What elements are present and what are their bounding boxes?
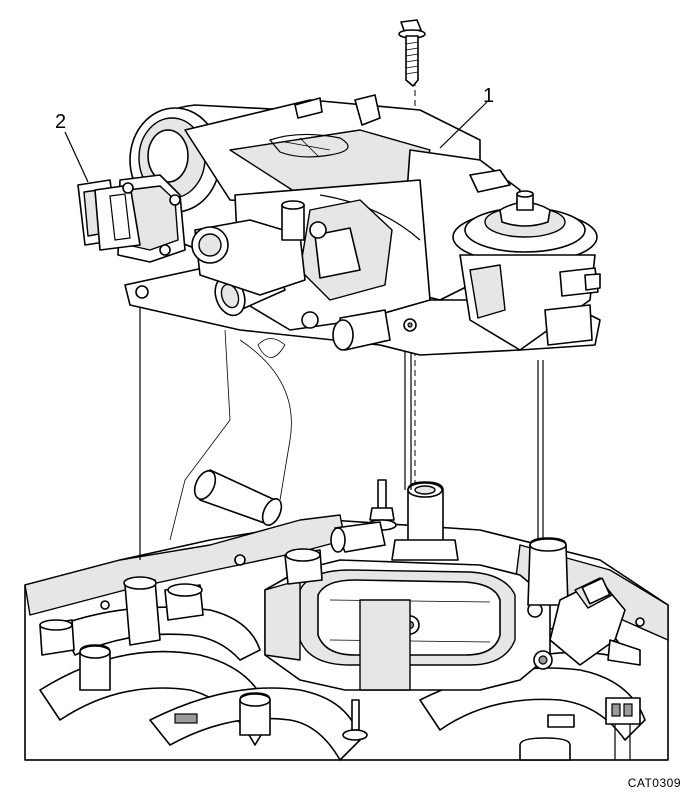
callout-2-label: 2 — [55, 111, 67, 133]
intake-manifold — [24, 479, 669, 761]
alignment-lines — [139, 70, 544, 560]
position-sensor — [77, 174, 186, 263]
throttle-body-assembly — [124, 94, 601, 356]
injector-row — [39, 548, 323, 656]
leader-lines — [64, 101, 488, 183]
mounting-bolt — [398, 19, 426, 87]
figure-reference-code: CAT0309 — [627, 776, 681, 790]
callout-1-label: 1 — [483, 85, 495, 107]
coolant-hose — [193, 469, 283, 526]
housing-ghost-outline — [169, 329, 292, 541]
